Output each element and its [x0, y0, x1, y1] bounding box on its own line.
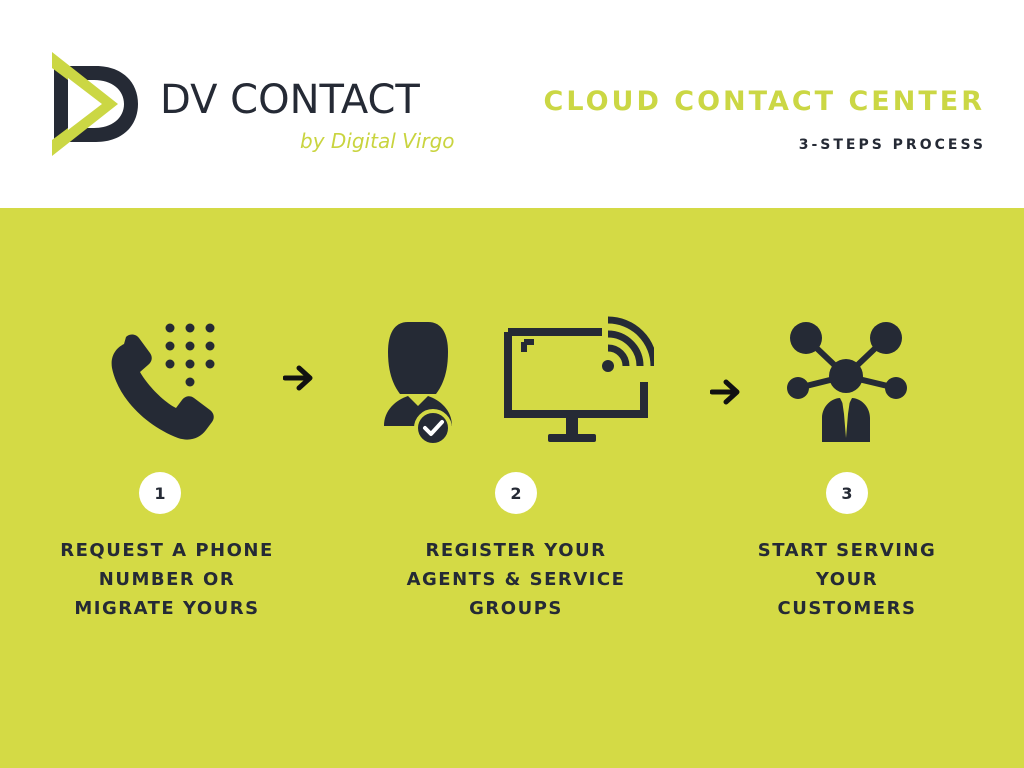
- step-number-badge: 1: [139, 472, 181, 514]
- brand-byline: by Digital Virgo: [300, 129, 455, 153]
- page-title: CLOUD CONTACT CENTER: [543, 86, 985, 117]
- brand-name: DV CONTACT: [160, 77, 420, 123]
- step-1-text: REQUEST A PHONE NUMBER OR MIGRATE YOURS: [60, 540, 274, 619]
- process-panel: 1 2 3 REQUEST A PHONE NUMBER OR MIGRATE …: [0, 208, 1024, 768]
- step-3-text: START SERVING YOUR CUSTOMERS: [757, 540, 937, 619]
- step-2-text: REGISTER YOUR AGENTS & SERVICE GROUPS: [406, 540, 626, 619]
- dv-logo-icon: [52, 52, 138, 156]
- step-number-badge: 2: [495, 472, 537, 514]
- page-subtitle: 3-STEPS PROCESS: [798, 137, 986, 153]
- agent-monitor-icon: [384, 316, 654, 447]
- customer-network-icon: [787, 322, 907, 442]
- phone-dialpad-icon: [111, 323, 215, 440]
- header: DV CONTACT by Digital Virgo CLOUD CONTAC…: [0, 0, 1024, 208]
- arrow-right-icon: [283, 365, 313, 391]
- arrow-right-icon: [710, 379, 740, 405]
- step-number-badge: 3: [826, 472, 868, 514]
